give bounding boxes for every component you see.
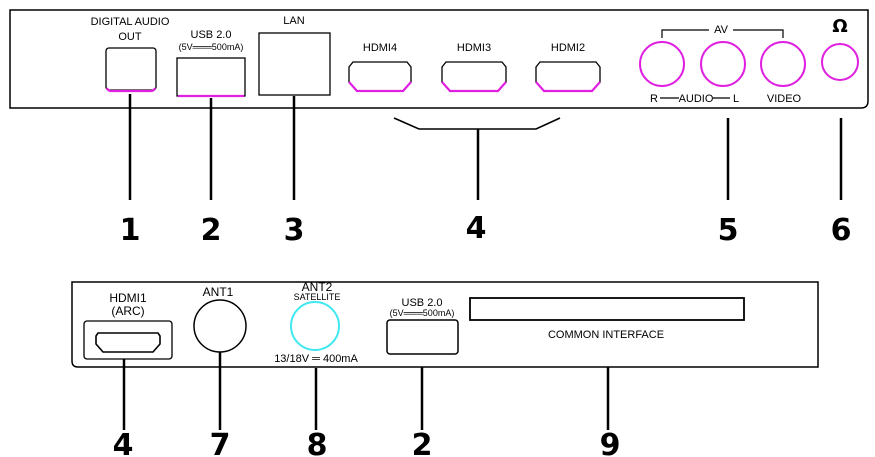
- hdmi3-port: [441, 61, 507, 92]
- hdmi1-port: [95, 332, 161, 353]
- usb-top-spec: (5V═══500mA): [179, 42, 244, 52]
- common-interface-label: COMMON INTERFACE: [548, 329, 664, 341]
- hdmi4-port-highlight: [348, 81, 412, 93]
- bottom-panel-outline: [71, 281, 819, 368]
- digital-audio-out-label: OUT: [118, 31, 142, 43]
- top-leader-lines: [128, 94, 843, 200]
- top-panel-outline: [9, 9, 869, 109]
- hdmi1-arc-label: (ARC): [111, 304, 144, 318]
- callout-2-bottom: 2: [412, 428, 433, 457]
- callout-5: 5: [718, 213, 739, 248]
- bottom-panel: HDMI1 (ARC) ANT1 ANT2 SATELLITE 13/18V ═…: [71, 280, 819, 368]
- audio-l-label: L: [733, 93, 739, 105]
- ant2-power-label: 13/18V ═ 400mA: [274, 353, 358, 365]
- callout-6: 6: [831, 213, 852, 248]
- hdmi-group-bracket: [393, 117, 561, 130]
- top-callouts: 1 2 3 4 5 6: [120, 211, 852, 248]
- callout-9: 9: [600, 428, 621, 457]
- hdmi2-port-highlight: [535, 81, 601, 93]
- callout-3: 3: [284, 213, 305, 248]
- video-jack: [760, 41, 806, 87]
- callout-1: 1: [120, 213, 141, 248]
- callout-8: 8: [307, 428, 328, 457]
- ant2-satellite-port: [290, 301, 340, 351]
- usb-bottom-spec: (5V═══500mA): [390, 308, 455, 318]
- callout-4-top: 4: [466, 211, 487, 246]
- usb-bottom-port: [386, 319, 459, 355]
- hdmi4-port: [348, 61, 412, 92]
- digital-audio-port-highlight: [105, 87, 157, 93]
- ant2-label: ANT2: [302, 280, 333, 294]
- callout-4-bottom: 4: [113, 428, 134, 457]
- audio-r-jack: [639, 41, 685, 87]
- usb-top-title: USB 2.0: [191, 29, 232, 41]
- lan-label: LAN: [283, 15, 304, 27]
- digital-audio-port: [105, 47, 157, 91]
- ant1-label: ANT1: [203, 285, 234, 299]
- headphone-icon: Ω: [832, 16, 847, 37]
- usb-top-port: [176, 57, 246, 97]
- callout-7: 7: [210, 428, 231, 457]
- hdmi3-port-highlight: [441, 81, 507, 93]
- common-interface-slot: [469, 297, 745, 321]
- bottom-callouts: 4 7 8 2 9: [113, 428, 621, 457]
- av-label: AV: [714, 24, 729, 36]
- hdmi1-label: HDMI1: [109, 291, 147, 305]
- satellite-label: SATELLITE: [294, 292, 341, 302]
- callout-2-top: 2: [201, 213, 222, 248]
- top-panel: DIGITAL AUDIO OUT USB 2.0 (5V═══500mA) L…: [9, 9, 869, 109]
- hdmi3-label: HDMI3: [457, 42, 491, 54]
- bottom-leader-lines: [122, 352, 610, 430]
- audio-l-jack: [700, 41, 746, 87]
- usb-bottom-title: USB 2.0: [402, 297, 443, 309]
- audio-r-label: R: [650, 93, 658, 105]
- lan-port: [258, 32, 331, 96]
- ant1-port: [193, 299, 247, 353]
- video-label: VIDEO: [767, 93, 802, 105]
- hdmi2-port: [535, 61, 601, 92]
- hdmi2-label: HDMI2: [551, 42, 585, 54]
- hdmi4-label: HDMI4: [363, 42, 397, 54]
- audio-label: AUDIO: [679, 93, 714, 105]
- headphone-jack: [821, 43, 859, 81]
- digital-audio-label: DIGITAL AUDIO: [91, 16, 170, 28]
